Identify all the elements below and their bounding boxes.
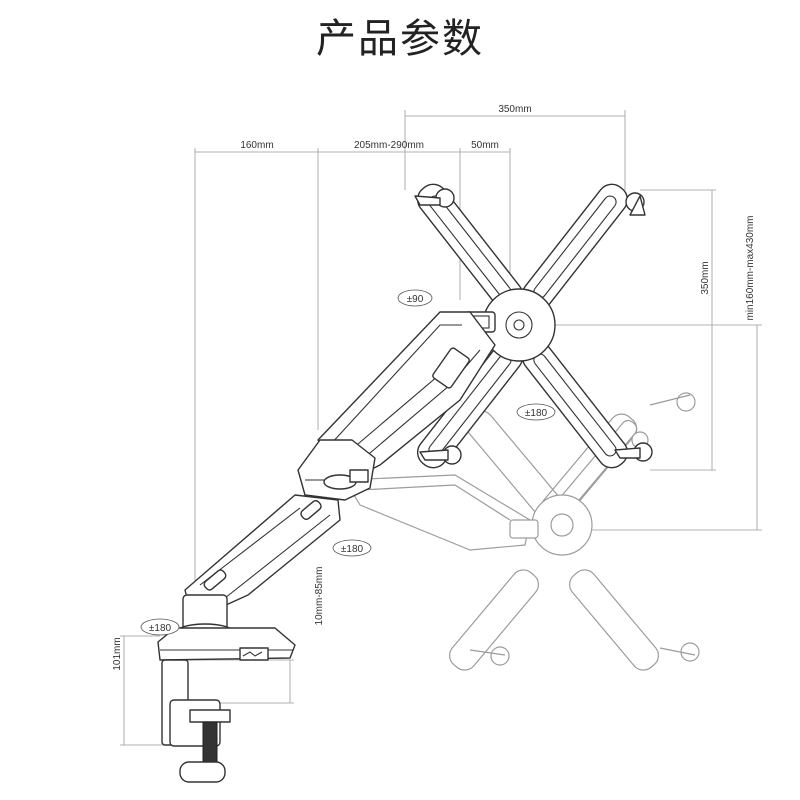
rotation-badge-tilt: ±90 <box>397 289 433 307</box>
screw-knob <box>625 192 646 216</box>
dim-arm-extension: 205mm-290mm <box>354 140 424 151</box>
dim-base-height: 101mm <box>112 637 123 670</box>
dim-offset: 50mm <box>471 140 499 151</box>
dim-clamp-thickness: 10mm-85mm <box>314 567 325 626</box>
swivel-base-label: ±180 <box>149 623 172 634</box>
dim-width-total: 350mm <box>498 104 531 115</box>
vesa-plate-ghost <box>449 392 700 671</box>
swivel-elbow-label: ±180 <box>341 544 364 555</box>
screw-knob <box>614 442 653 462</box>
tilt-label: ±90 <box>407 294 424 305</box>
elbow-joint <box>297 439 376 501</box>
upper-arm <box>317 311 496 481</box>
page-title: 产品参数 <box>316 16 484 62</box>
rotation-badge-base: ±180 <box>140 618 180 636</box>
rotation-badge-elbow: ±180 <box>332 539 372 557</box>
swivel-mount-label: ±180 <box>525 408 548 419</box>
arm-ghost <box>344 474 539 551</box>
dimension-lines <box>120 110 762 746</box>
dim-vesa-height: 350mm <box>700 261 711 294</box>
screw-knob <box>419 445 462 465</box>
dim-arm-base: 160mm <box>240 140 273 151</box>
screw-knob <box>414 188 455 208</box>
dim-height-range: min160mm-max430mm <box>745 215 756 320</box>
vesa-plate <box>414 183 653 469</box>
desk-clamp <box>161 659 231 783</box>
rotation-badge-mount: ±180 <box>516 403 556 421</box>
